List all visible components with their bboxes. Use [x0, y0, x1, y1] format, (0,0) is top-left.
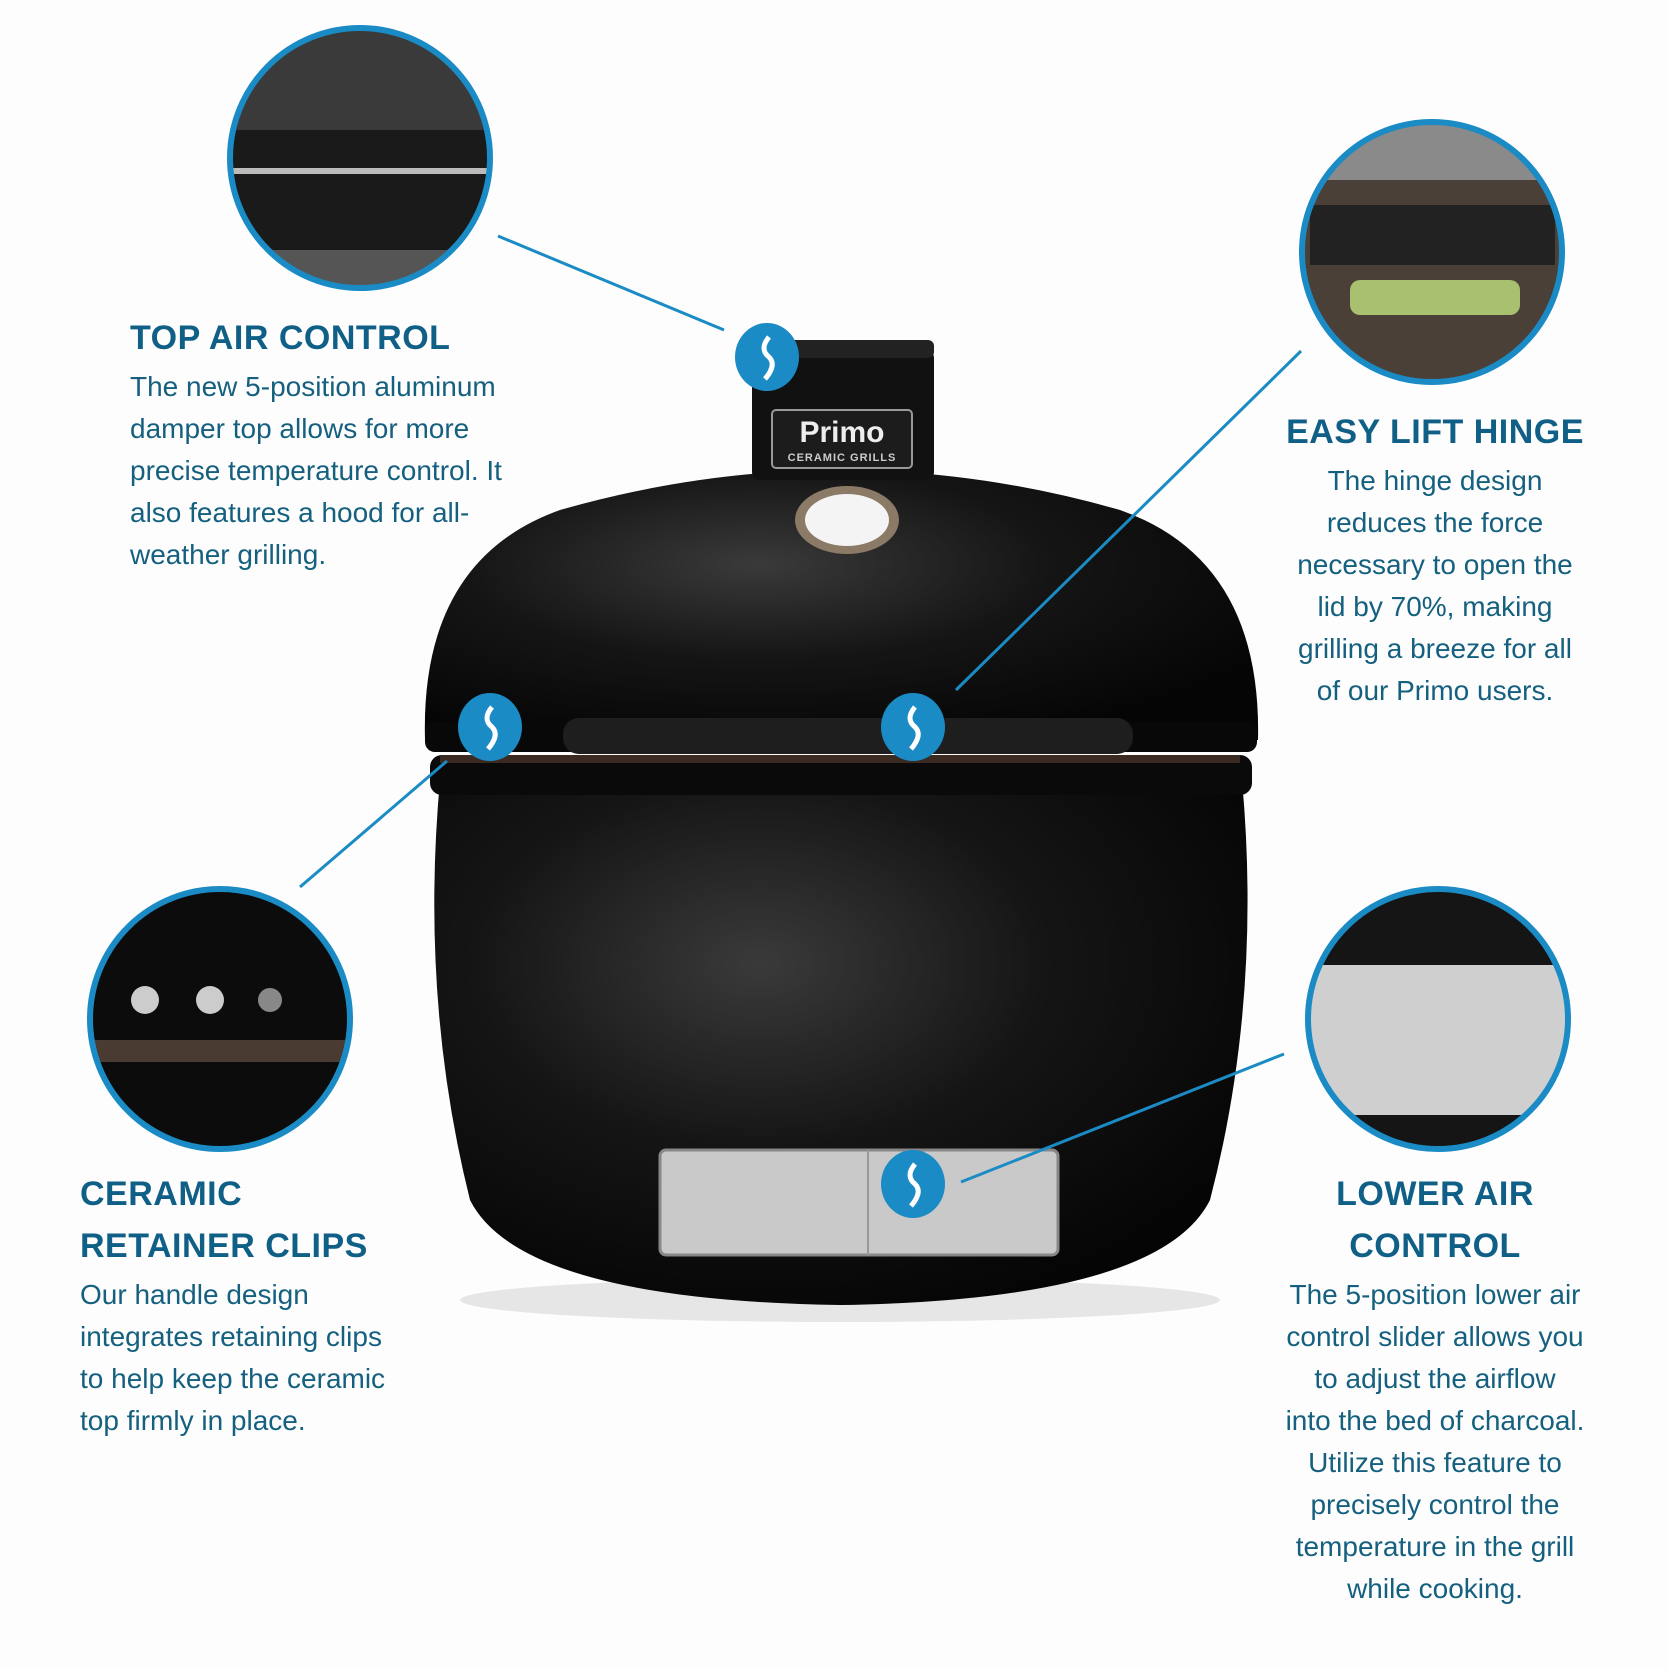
- text-line: Utilize this feature to: [1308, 1447, 1562, 1478]
- text-line: reduces the force: [1326, 507, 1544, 538]
- text-line: to adjust the airflow: [1314, 1363, 1556, 1394]
- text-line: necessary to open the: [1297, 549, 1573, 580]
- flame-icon: [761, 335, 775, 381]
- text-line: also features a hood for all-: [130, 497, 470, 528]
- title-line: LOWER AIR: [1336, 1175, 1534, 1213]
- title-line: CONTROL: [1349, 1227, 1521, 1265]
- text-line: top firmly in place.: [80, 1405, 306, 1436]
- text-line: control slider allows you: [1286, 1321, 1584, 1352]
- connector-lines: [299, 234, 1303, 1184]
- text-line: weather grilling.: [130, 539, 327, 570]
- feature-title: CERAMIC RETAINER CLIPS: [80, 1168, 368, 1272]
- text-line: temperature in the grill: [1295, 1531, 1575, 1562]
- text-line: The hinge design: [1327, 465, 1543, 496]
- text-line: while cooking.: [1347, 1573, 1523, 1604]
- detail-circle-top-air: [230, 28, 490, 288]
- text-line: precise temperature control. It: [130, 455, 502, 486]
- flame-marker-top[interactable]: [735, 323, 799, 391]
- text-line: of our Primo users.: [1316, 675, 1554, 706]
- grill-band: [430, 755, 1252, 795]
- brand-logo: Primo: [799, 416, 884, 449]
- feature-title: TOP AIR CONTROL: [130, 319, 451, 357]
- text-line: into the bed of charcoal.: [1285, 1405, 1585, 1436]
- feature-description: Our handle design integrates retaining c…: [80, 1274, 385, 1442]
- text-line: integrates retaining clips: [80, 1321, 382, 1352]
- feature-title: EASY LIFT HINGE: [1286, 413, 1584, 451]
- detail-circle-lower-air: [1308, 889, 1568, 1149]
- flame-icon: [907, 1162, 921, 1208]
- flame-marker-hinge[interactable]: [881, 693, 945, 761]
- text-line: The new 5-position aluminum: [130, 371, 496, 402]
- text-line: damper top allows for more: [130, 413, 470, 444]
- flame-marker-lower[interactable]: [881, 1150, 945, 1218]
- brand-subtitle: CERAMIC GRILLS: [788, 452, 897, 464]
- text-line: to help keep the ceramic: [80, 1363, 386, 1394]
- text-line: The 5-position lower air: [1289, 1279, 1581, 1310]
- text-line: precisely control the: [1310, 1489, 1560, 1520]
- feature-description: The 5-position lower air control slider …: [1235, 1274, 1635, 1610]
- text-line: grilling a breeze for all: [1298, 633, 1572, 664]
- feature-description: The hinge design reduces the force neces…: [1235, 460, 1635, 712]
- grill-handle: [563, 718, 1133, 754]
- grill-lid: [424, 470, 1259, 740]
- flame-icon: [484, 705, 498, 751]
- flame-marker-clips[interactable]: [458, 693, 522, 761]
- detail-circle-hinge: [1302, 122, 1562, 382]
- title-line: CERAMIC: [80, 1175, 243, 1213]
- detail-circle-clips: [90, 889, 350, 1149]
- title-line: RETAINER CLIPS: [80, 1227, 368, 1265]
- flame-icon: [907, 705, 921, 751]
- text-line: Our handle design: [80, 1279, 309, 1310]
- lower-air-slider: [658, 1148, 1060, 1257]
- feature-title: LOWER AIR CONTROL: [1235, 1168, 1635, 1272]
- text-line: lid by 70%, making: [1317, 591, 1553, 622]
- feature-description: The new 5-position aluminum damper top a…: [130, 366, 502, 576]
